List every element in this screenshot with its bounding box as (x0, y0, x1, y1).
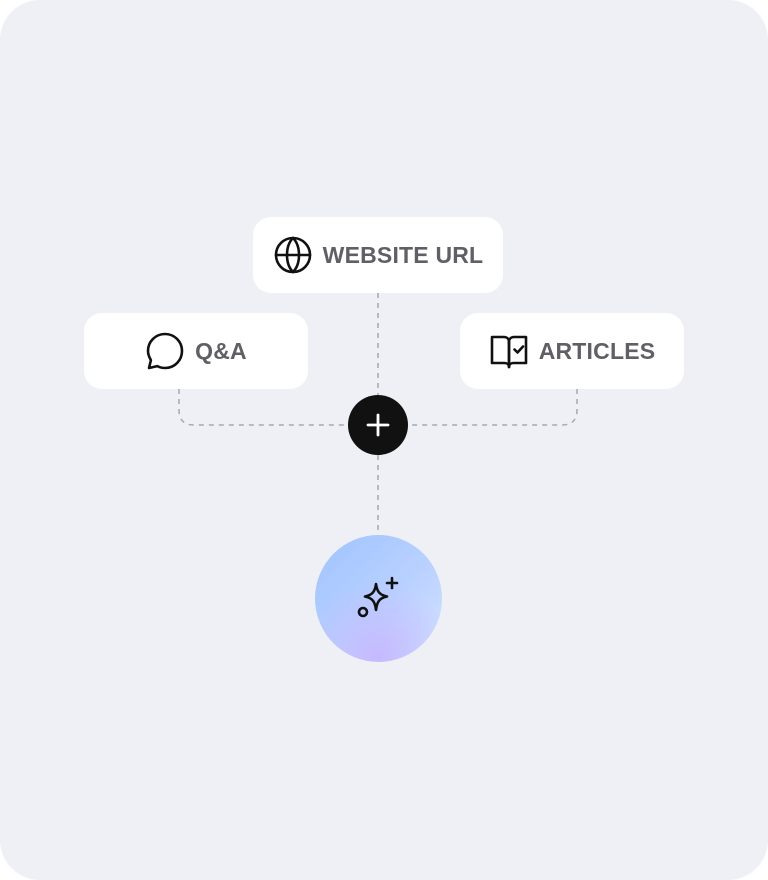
source-articles-label: ARTICLES (538, 337, 656, 364)
source-website-url-label: WEBSITE URL (322, 241, 484, 268)
chat-bubble-icon (145, 331, 185, 371)
sparkles-icon (357, 576, 398, 617)
connector-qa (178, 389, 348, 426)
plus-icon (366, 413, 390, 437)
source-qa[interactable]: Q&A (84, 313, 308, 389)
source-website-url[interactable]: WEBSITE URL (253, 217, 503, 293)
globe-icon (273, 235, 313, 275)
source-qa-label: Q&A (195, 337, 247, 364)
book-check-icon (489, 331, 529, 371)
connector-articles (408, 389, 578, 426)
add-source-button[interactable] (348, 395, 408, 455)
source-articles[interactable]: ARTICLES (460, 313, 684, 389)
ai-assistant-orb (315, 535, 442, 662)
